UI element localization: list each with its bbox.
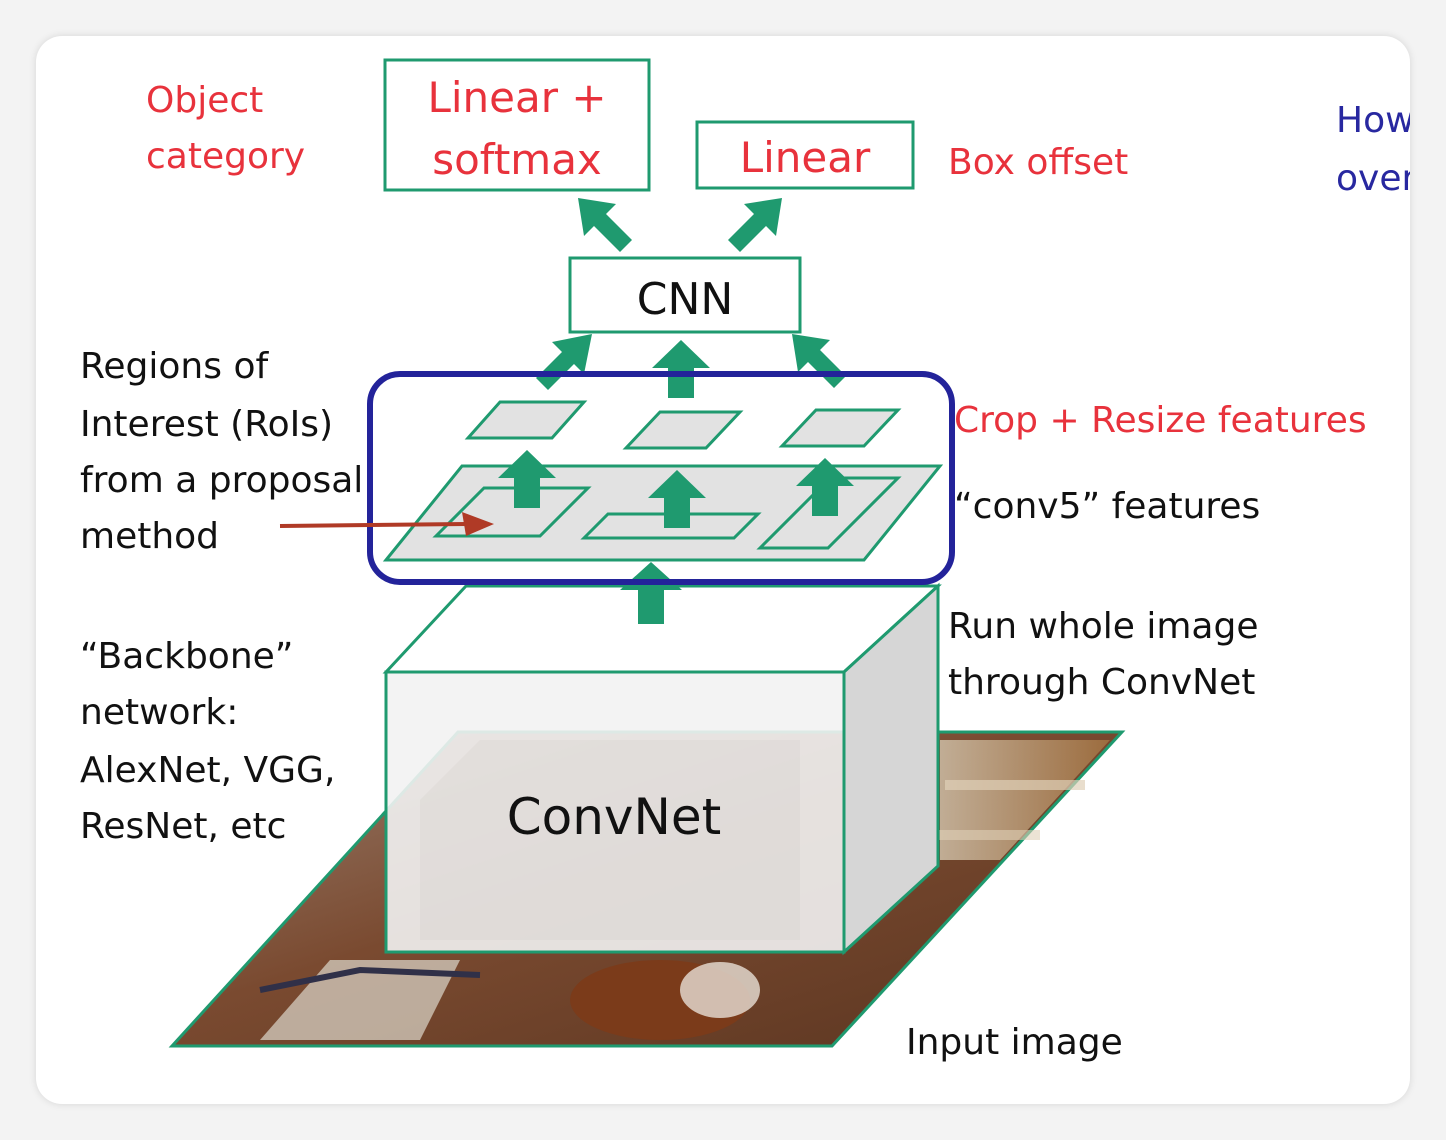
conv5-features-label: “conv5” features [954, 486, 1260, 527]
rois-label-line3: from a proposal [80, 460, 363, 501]
arrows-to-heads [578, 198, 782, 252]
rois-label-line1: Regions of [80, 346, 269, 387]
linear-label: Linear [740, 133, 871, 182]
run-whole-image-label-line1: Run whole image [948, 606, 1258, 647]
arrow-convnet-to-features [620, 562, 682, 624]
backbone-label-line4: ResNet, etc [80, 806, 286, 847]
linear-softmax-label-line1: Linear + [427, 73, 606, 122]
linear-head: Linear [695, 120, 915, 190]
roi-pointer-arrow [279, 512, 494, 536]
convnet-label: ConvNet [507, 788, 722, 846]
convnet-block: ConvNet [382, 582, 942, 956]
input-image-label: Input image [906, 1022, 1123, 1063]
backbone-label-line3: AlexNet, VGG, [80, 750, 335, 791]
linear-softmax-label-line2: softmax [432, 135, 602, 184]
arrows-to-cnn [536, 334, 846, 398]
run-whole-image-label-line2: through ConvNet [948, 662, 1255, 703]
box-offset-label: Box offset [948, 142, 1128, 183]
object-category-label-line1: Object [146, 80, 263, 121]
roi-highlight-box [367, 371, 955, 585]
linear-softmax-head: Linear + softmax [383, 58, 651, 192]
cropped-features [464, 400, 902, 450]
backbone-label-line2: network: [80, 692, 238, 733]
cut-off-text-line1: How [1336, 100, 1410, 141]
arrows-crop [498, 450, 854, 528]
backbone-label-line1: “Backbone” [80, 636, 293, 677]
fast-rcnn-diagram: ConvNet CNN Lin [80, 58, 1410, 1063]
cut-off-text-line2: over [1336, 158, 1410, 199]
cnn-block: CNN [568, 256, 802, 334]
slide-card: ConvNet CNN Lin [36, 36, 1410, 1104]
rois-label-line2: Interest (RoIs) [80, 404, 333, 445]
cnn-label: CNN [637, 274, 734, 325]
object-category-label-line2: category [146, 136, 305, 177]
rois-label-line4: method [80, 516, 219, 557]
conv5-feature-map [382, 464, 944, 562]
crop-resize-label: Crop + Resize features [954, 400, 1367, 441]
